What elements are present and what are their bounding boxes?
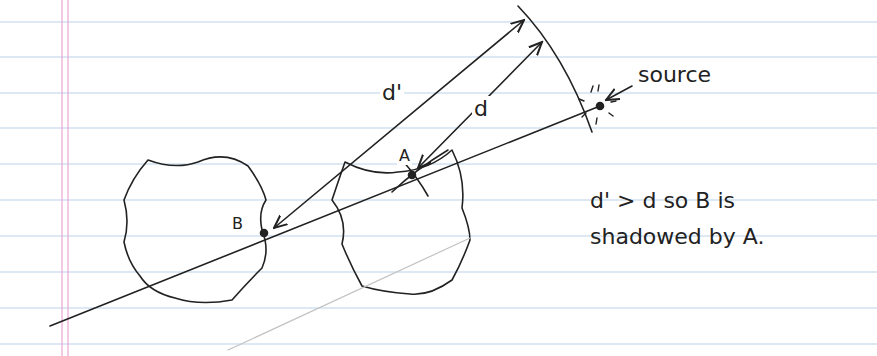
left-object bbox=[124, 157, 266, 303]
source-rays bbox=[579, 85, 616, 124]
distance-label: d bbox=[472, 96, 490, 122]
d-prime-arrow bbox=[274, 20, 524, 228]
wavefront-arc bbox=[518, 6, 592, 132]
source-pointer bbox=[606, 86, 632, 100]
source-point bbox=[597, 103, 604, 110]
shadow-arc bbox=[402, 160, 428, 196]
point-a bbox=[409, 172, 416, 179]
d-arrow bbox=[418, 42, 542, 168]
second-ray bbox=[228, 238, 470, 350]
note-text: d' > d so B is shadowed by A. bbox=[588, 183, 822, 255]
source-label: source bbox=[636, 62, 713, 88]
point-label: B bbox=[230, 214, 245, 233]
right-object bbox=[332, 150, 470, 294]
point-b bbox=[261, 230, 268, 237]
ruled-lines bbox=[0, 22, 877, 344]
margin-lines bbox=[62, 0, 68, 356]
distance-label: d' bbox=[380, 80, 404, 106]
point-label: A bbox=[397, 146, 412, 165]
light-ray bbox=[50, 106, 600, 326]
